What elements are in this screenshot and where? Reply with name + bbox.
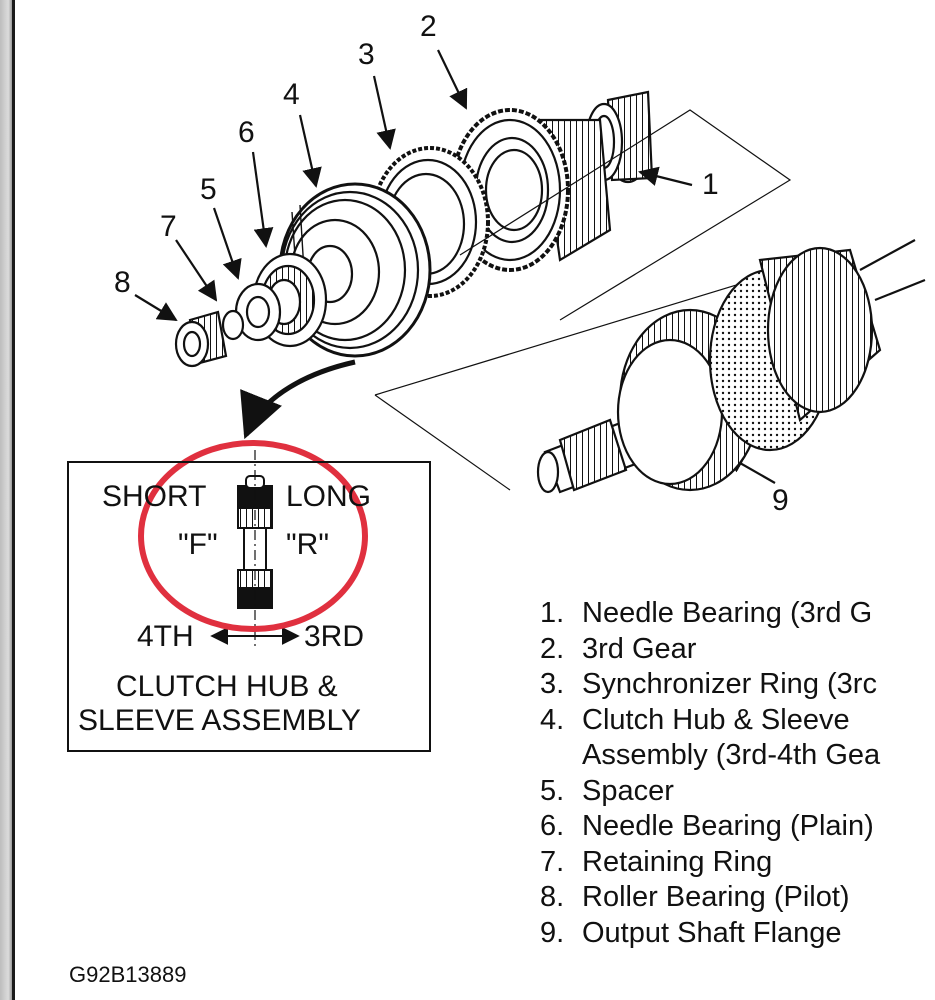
roller-bearing-pilot (174, 310, 228, 368)
legend-item: 9.Output Shaft Flange (540, 916, 842, 949)
upper-assembly (174, 90, 792, 368)
legend-item: 8.Roller Bearing (Pilot) (540, 881, 850, 913)
callout-arrows (134, 49, 776, 484)
callout-4: 4 (283, 78, 300, 111)
callout-5: 5 (200, 173, 217, 206)
inset-title-line2: SLEEVE ASSEMBLY (78, 704, 361, 737)
retaining-ring (221, 309, 245, 341)
figure-code: G92B13889 (69, 962, 187, 987)
legend-item: 3.Synchronizer Ring (3rc (540, 668, 877, 700)
inset-3rd-label: 3RD (304, 620, 365, 653)
callout-3: 3 (358, 38, 375, 71)
parts-legend: 1.Needle Bearing (3rd G 2.3rd Gear 3.Syn… (540, 596, 935, 951)
inset-short-label: SHORT (102, 480, 207, 513)
inset-r-label: "R" (286, 528, 329, 561)
legend-item: 7.Retaining Ring (540, 845, 773, 878)
inset-long-label: LONG (286, 480, 372, 513)
callout-8: 8 (114, 266, 131, 299)
window-frame-edge (12, 0, 15, 1000)
inset-sleeve-profile (210, 450, 300, 650)
legend-item: 1.Needle Bearing (3rd G (540, 597, 873, 629)
legend-item: 6.Needle Bearing (Plain) (540, 810, 874, 842)
callout-6: 6 (238, 116, 255, 149)
legend-item: 4.Clutch Hub & Sleeve (540, 703, 850, 736)
legend-item: 2.3rd Gear (540, 632, 697, 665)
inset-4th-label: 4TH (137, 620, 194, 653)
inset-f-label: "F" (178, 528, 218, 561)
callout-7: 7 (160, 210, 177, 243)
window-frame-left (0, 0, 12, 1000)
callout-2: 2 (420, 10, 437, 43)
clutch-hub-inset (67, 461, 431, 752)
legend-item-continuation: Assembly (3rd-4th Gea (582, 739, 881, 771)
inset-title-line1: CLUTCH HUB & (116, 670, 338, 703)
output-shaft-assembly (374, 239, 926, 494)
highlight-circle (138, 440, 368, 632)
callout-9: 9 (772, 484, 789, 517)
legend-item: 5.Spacer (540, 774, 674, 807)
callout-1: 1 (702, 168, 719, 201)
